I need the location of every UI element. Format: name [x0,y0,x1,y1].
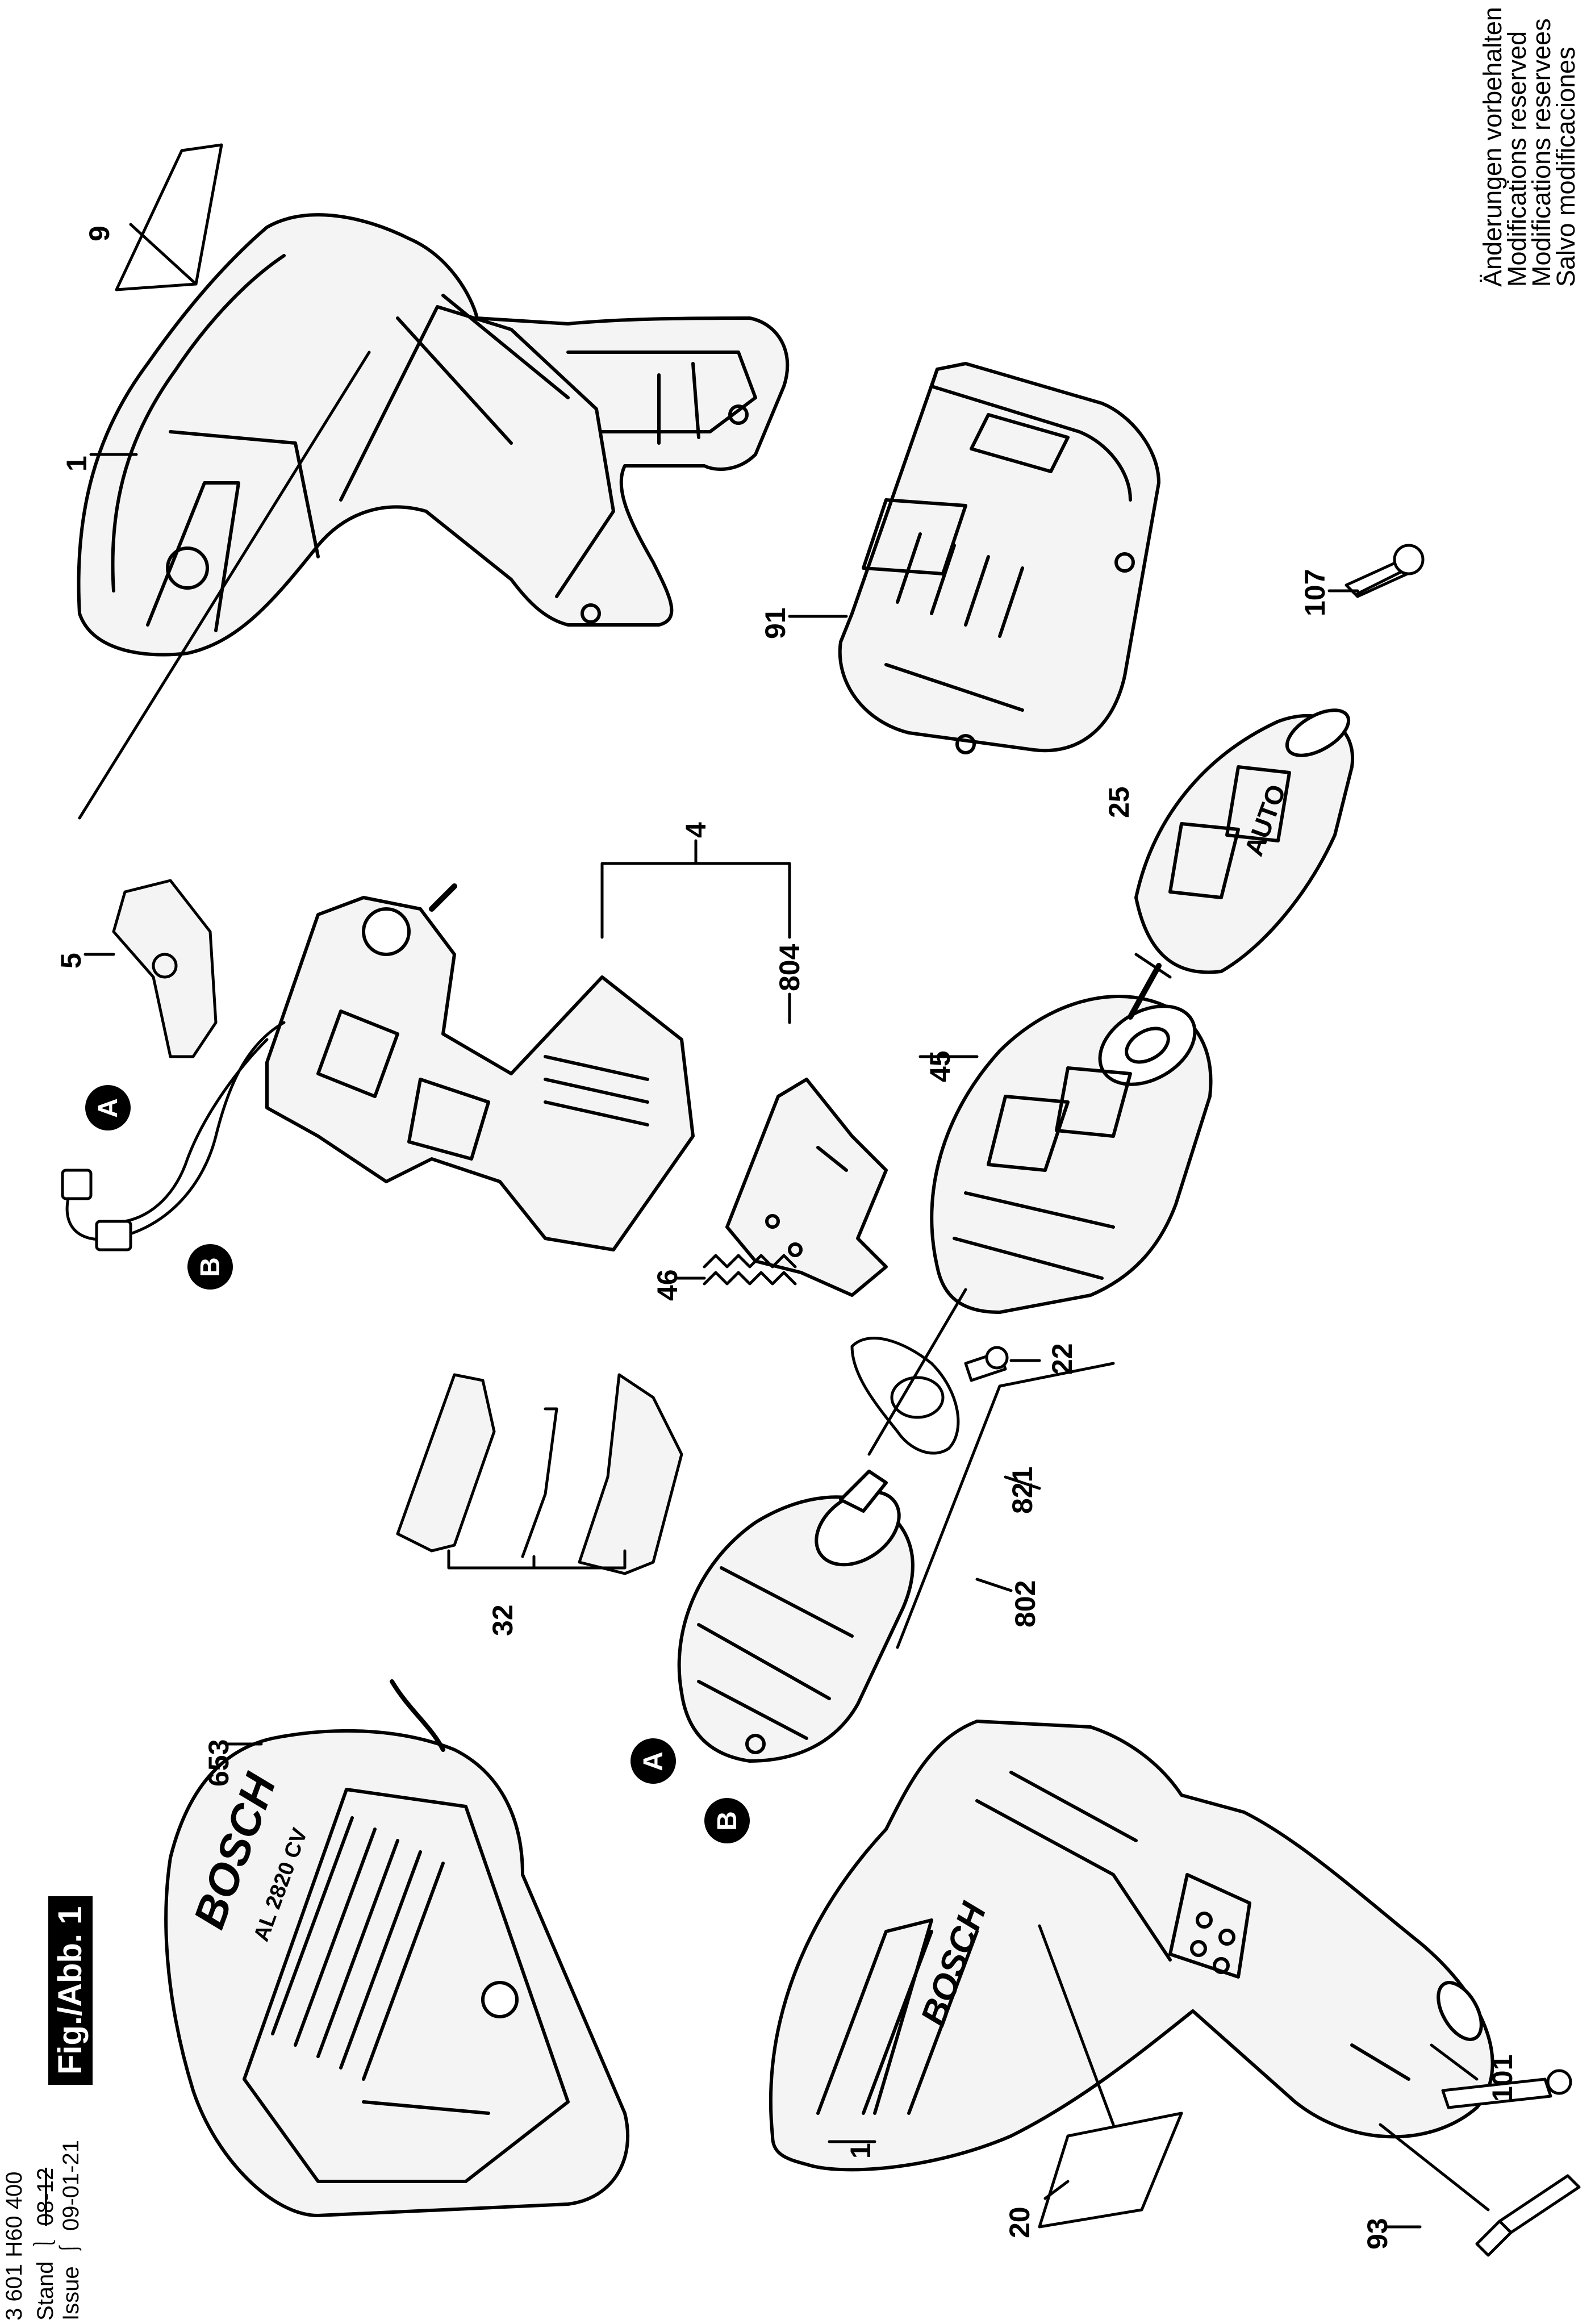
callout-91: 91 [759,607,791,639]
legal-line-4: Salvo modificaciones [1551,47,1580,287]
part-22-screw [964,1346,1009,1382]
marker-b-top-letter: B [195,1257,226,1277]
legal-line-1: Änderungen vorbehalten [1478,7,1507,287]
bracket-parts-802-821 [896,1362,1115,1649]
callout-32: 32 [487,1604,519,1636]
callout-20: 20 [1004,2206,1036,2238]
bracket-part-4 [600,839,791,939]
callout-9: 9 [83,226,115,241]
part-91-battery [838,362,1160,754]
leader-chuck-spindle [1134,953,1172,979]
leader-part-101 [1430,2043,1479,2081]
marker-a-bottom-letter: A [638,1751,669,1771]
part-46-spring [703,1254,797,1286]
stand-row: Stand ⎱ 08-12 [33,2167,58,2321]
callout-1-bottom: 1 [845,2143,876,2159]
leader-motor-to-gearbox [867,1288,967,1456]
marker-a-bottom: A [631,1738,676,1784]
part-802-motor [677,1470,915,1763]
figure-title: Fig./Abb. 1 [48,1896,93,2085]
callout-802: 802 [1009,1580,1041,1628]
marker-a-top: A [85,1085,131,1130]
marker-b-top: B [187,1244,233,1290]
marker-a-top-letter: A [93,1098,123,1118]
callout-5: 5 [55,953,87,969]
callout-1-top: 1 [61,456,93,472]
stand-date: 08-12 [33,2167,58,2226]
callout-804: 804 [774,944,805,991]
part-5-slider [112,879,218,1058]
part-4-switch-module [265,883,695,1251]
part-1-housing-right [77,213,790,657]
callout-821: 821 [1007,1466,1038,1514]
leader-part-20 [1043,2180,1070,2200]
issue-date: 09-01-21 [59,2140,83,2231]
callout-107: 107 [1299,569,1331,616]
part-9-label [115,143,223,291]
marker-b-bottom: B [704,1798,750,1843]
callout-653: 653 [203,1739,235,1787]
part-804-circuit-board [725,1078,888,1297]
part-653-charger: BOSCH AL 2820 CV [164,1679,630,2217]
part-number: 3 601 H60 400 [2,2171,27,2321]
part-107-screw [1345,544,1425,598]
callout-93: 93 [1362,2218,1393,2250]
legal-line-3: Modifications reservees [1527,18,1556,287]
part-45-gearbox [930,963,1213,1314]
issue-label: Issue [59,2266,83,2321]
legal-line-2: Modifications reserved [1502,31,1531,287]
part-101-screw [1441,2069,1572,2109]
marker-b-bottom-letter: B [712,1810,742,1831]
stand-label: Stand [33,2261,58,2321]
callout-101: 101 [1487,2054,1518,2102]
callout-4: 4 [680,822,712,838]
callout-46: 46 [652,1269,683,1301]
part-821-plate [850,1337,960,1455]
callout-45: 45 [924,1050,956,1082]
callout-22: 22 [1046,1343,1078,1375]
part-32-contacts [396,1373,683,1575]
part-93-bit [1379,2123,1581,2257]
part-1-housing-left: BOSCH [769,1720,1494,2172]
issue-row: Issue ⎰ 09-01-21 [59,2140,83,2321]
wire-harness [61,1021,286,1251]
part-25-chuck: AUTO [1134,708,1355,974]
leader-slider-to-housing [78,351,371,820]
callout-25: 25 [1103,786,1135,818]
